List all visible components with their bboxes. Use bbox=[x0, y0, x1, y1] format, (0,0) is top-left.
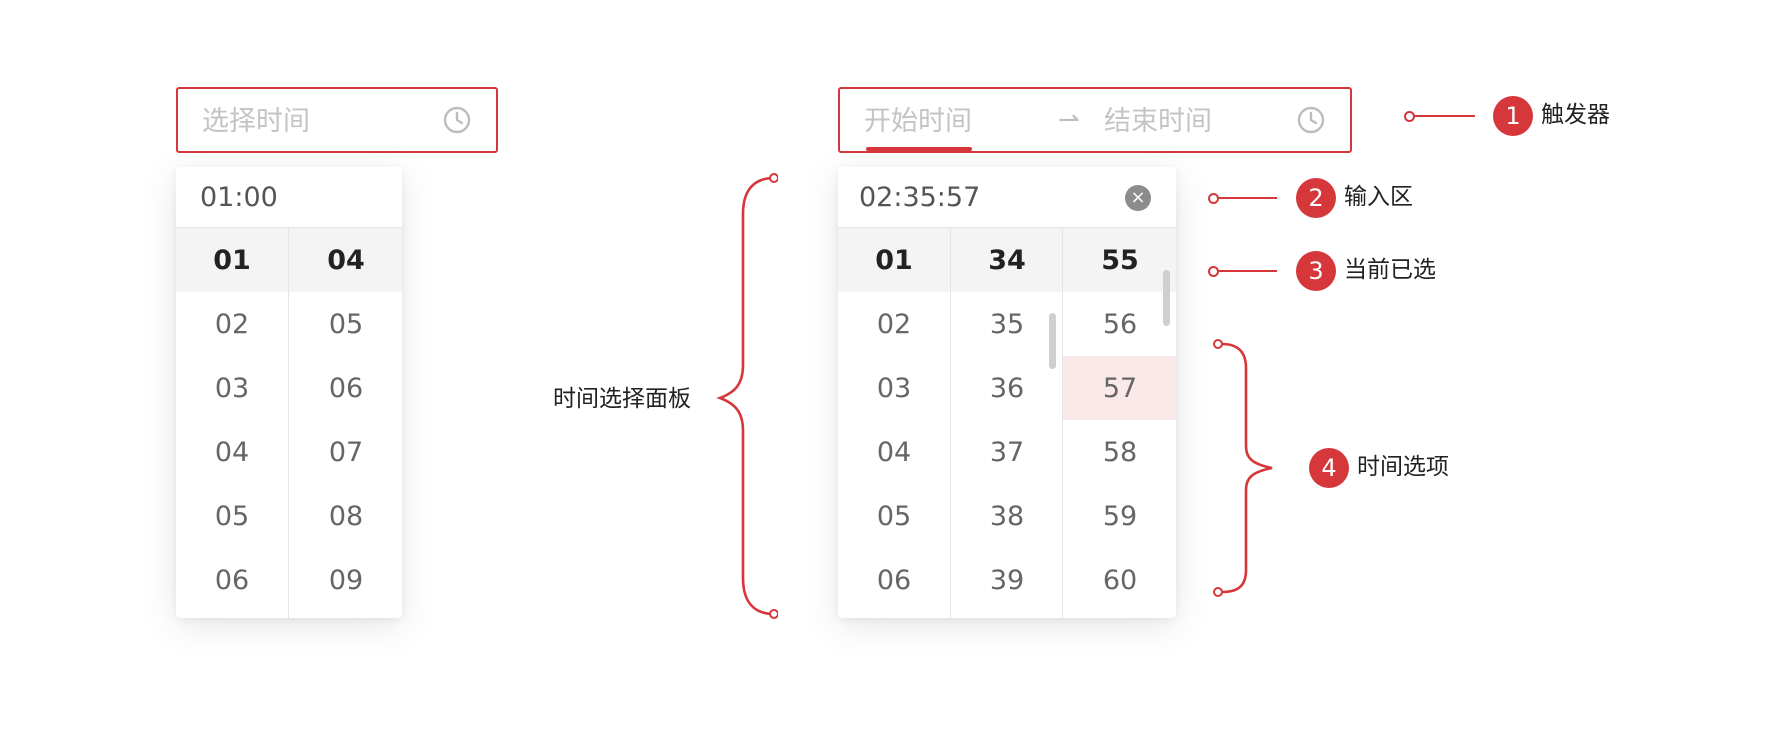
end-time-placeholder[interactable]: 结束时间 bbox=[1104, 106, 1212, 137]
hour-option[interactable]: 04 bbox=[876, 436, 912, 468]
minute-column[interactable]: 34 35 36 37 38 39 bbox=[950, 228, 1063, 618]
panel-input-area[interactable]: 02:35:57 × bbox=[838, 167, 1176, 228]
annotation-label-1: 触发器 bbox=[1541, 102, 1610, 128]
minute-option[interactable]: 39 bbox=[989, 564, 1025, 596]
hour-column[interactable]: 01 02 03 04 05 06 bbox=[176, 228, 288, 618]
panel-input-value[interactable]: 01:00 bbox=[200, 182, 278, 213]
second-option[interactable]: 58 bbox=[1102, 436, 1138, 468]
hour-option[interactable]: 03 bbox=[876, 372, 912, 404]
annotation-badge-2: 2 bbox=[1296, 178, 1336, 218]
annotation-line bbox=[1413, 115, 1475, 117]
minute-option[interactable]: 07 bbox=[328, 436, 364, 468]
time-picker-placeholder: 选择时间 bbox=[202, 106, 310, 137]
hour-option-selected[interactable]: 01 bbox=[838, 228, 950, 292]
annotation-line bbox=[1217, 270, 1277, 272]
annotation-label-3: 当前已选 bbox=[1344, 257, 1436, 283]
minute-option[interactable]: 36 bbox=[989, 372, 1025, 404]
minute-option[interactable]: 05 bbox=[328, 308, 364, 340]
hour-option-selected[interactable]: 01 bbox=[176, 228, 288, 292]
hour-option[interactable]: 04 bbox=[214, 436, 250, 468]
second-option[interactable]: 59 bbox=[1102, 500, 1138, 532]
minute-option[interactable]: 09 bbox=[328, 564, 364, 596]
annotation-label-4: 时间选项 bbox=[1357, 454, 1449, 480]
annotation-line bbox=[1217, 197, 1277, 199]
hour-option[interactable]: 05 bbox=[876, 500, 912, 532]
hour-option[interactable]: 05 bbox=[214, 500, 250, 532]
hour-option[interactable]: 06 bbox=[214, 564, 250, 596]
hour-option[interactable]: 06 bbox=[876, 564, 912, 596]
options-brace bbox=[1213, 339, 1273, 597]
minute-option[interactable]: 37 bbox=[989, 436, 1025, 468]
minute-option[interactable]: 08 bbox=[328, 500, 364, 532]
clock-icon bbox=[1297, 106, 1325, 134]
time-picker-trigger[interactable]: 选择时间 bbox=[176, 87, 498, 153]
second-scrollbar[interactable] bbox=[1163, 270, 1170, 326]
panel-input-area[interactable]: 01:00 bbox=[176, 167, 402, 228]
hour-option[interactable]: 02 bbox=[876, 308, 912, 340]
second-option-selected[interactable]: 55 bbox=[1063, 228, 1176, 292]
start-time-placeholder[interactable]: 开始时间 bbox=[864, 106, 972, 137]
annotation-label-2: 输入区 bbox=[1344, 184, 1413, 210]
hour-option[interactable]: 02 bbox=[214, 308, 250, 340]
second-option-hover[interactable]: 57 bbox=[1063, 356, 1176, 420]
annotation-badge-1: 1 bbox=[1493, 96, 1533, 136]
panel-brace bbox=[716, 173, 778, 619]
second-column[interactable]: 55 56 57 58 59 60 bbox=[1062, 228, 1176, 618]
minute-column[interactable]: 04 05 06 07 08 09 bbox=[288, 228, 402, 618]
range-time-select-panel: 02:35:57 × 01 02 03 04 05 06 34 35 36 37… bbox=[838, 167, 1176, 618]
minute-scrollbar[interactable] bbox=[1049, 313, 1056, 369]
clock-icon bbox=[443, 106, 471, 134]
minute-option[interactable]: 06 bbox=[328, 372, 364, 404]
range-picker-trigger[interactable]: 开始时间 ⇀ 结束时间 bbox=[838, 87, 1352, 153]
hour-column[interactable]: 01 02 03 04 05 06 bbox=[838, 228, 950, 618]
panel-input-value[interactable]: 02:35:57 bbox=[859, 182, 981, 213]
minute-option[interactable]: 38 bbox=[989, 500, 1025, 532]
start-time-active-indicator bbox=[866, 147, 972, 151]
panel-annotation-label: 时间选择面板 bbox=[553, 386, 691, 412]
time-select-panel: 01:00 01 02 03 04 05 06 04 05 06 07 08 0… bbox=[176, 167, 402, 618]
annotation-badge-4: 4 bbox=[1309, 448, 1349, 488]
annotation-badge-3: 3 bbox=[1296, 251, 1336, 291]
minute-option-selected[interactable]: 04 bbox=[289, 228, 402, 292]
hour-option[interactable]: 03 bbox=[214, 372, 250, 404]
range-arrow-icon: ⇀ bbox=[1058, 105, 1080, 135]
second-option[interactable]: 60 bbox=[1102, 564, 1138, 596]
second-option[interactable]: 56 bbox=[1102, 308, 1138, 340]
clear-icon[interactable]: × bbox=[1125, 185, 1151, 211]
minute-option-selected[interactable]: 34 bbox=[951, 228, 1063, 292]
minute-option[interactable]: 35 bbox=[989, 308, 1025, 340]
